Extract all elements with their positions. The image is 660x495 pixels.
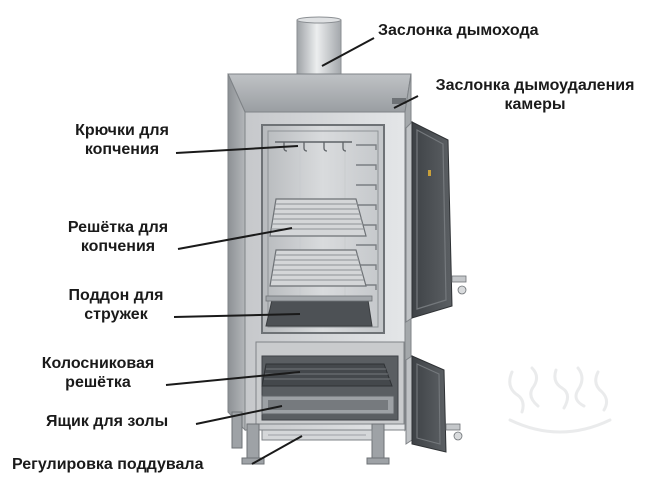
label-air-intake-control: Регулировка поддувала xyxy=(12,456,204,473)
door-latch-upper xyxy=(451,275,467,295)
smoking-chamber xyxy=(261,124,385,334)
label-chip-tray-line2: стружек xyxy=(84,306,148,323)
leader-smoking-hooks xyxy=(175,145,299,154)
label-chimney-damper: Заслонка дымохода xyxy=(378,22,539,39)
smoking-grate-upper xyxy=(269,198,367,237)
leader-lines xyxy=(165,37,419,465)
label-fire-grate-line2: решётка xyxy=(65,374,131,391)
smoking-grate-lower xyxy=(269,249,367,287)
label-fire-grate-line1: Колосниковая xyxy=(41,355,155,372)
legs xyxy=(231,411,390,465)
watermark-logo xyxy=(508,366,612,434)
leader-ash-box xyxy=(195,405,283,425)
door-latch-lower xyxy=(445,423,463,441)
leader-air-intake xyxy=(251,435,303,465)
label-chip-tray: Поддон для стружек xyxy=(58,286,174,324)
air-intake-damper xyxy=(261,429,373,441)
hooks-bar xyxy=(275,141,352,152)
label-chamber-exhaust-damper: Заслонка дымоудаления камеры xyxy=(420,76,650,114)
label-ash-box: Ящик для золы xyxy=(46,413,169,430)
label-smoking-hooks-line1: Крючки для xyxy=(75,122,169,139)
label-smoking-grate-line1: Решётка для xyxy=(67,219,169,236)
label-chip-tray-line1: Поддон для xyxy=(68,287,164,304)
leader-chip-tray xyxy=(173,313,301,318)
label-chamber-exhaust-damper-line1: Заслонка дымоудаления xyxy=(435,77,635,94)
label-smoking-grate: Решётка для копчения xyxy=(56,218,180,256)
leader-fire-grate xyxy=(165,371,301,386)
leader-chimney-damper xyxy=(321,37,375,67)
upper-door xyxy=(405,120,467,323)
leader-chamber-exhaust-damper xyxy=(393,95,419,109)
label-chamber-exhaust-damper-line2: камеры xyxy=(504,96,566,113)
firebox xyxy=(255,341,405,425)
leader-smoking-grate xyxy=(177,227,293,250)
label-fire-grate: Колосниковая решётка xyxy=(30,354,166,392)
lower-door xyxy=(405,355,463,453)
label-smoking-hooks-line2: копчения xyxy=(84,141,160,158)
ash-drawer xyxy=(261,395,395,415)
label-smoking-hooks: Крючки для копчения xyxy=(62,121,182,159)
label-smoking-grate-line2: копчения xyxy=(80,238,156,255)
chip-tray xyxy=(265,295,373,327)
